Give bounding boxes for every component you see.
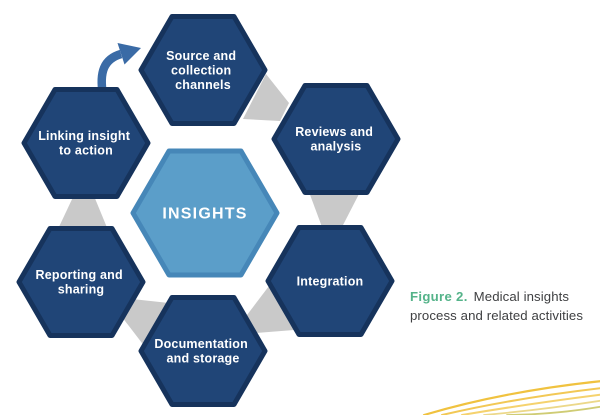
hexagon-shape — [265, 225, 395, 337]
hexagon-insights-center: INSIGHTS — [130, 148, 280, 278]
hexagon-linking-insight-to-action: Linking insight to action — [21, 87, 151, 199]
hexagon-label: Integration — [297, 275, 364, 289]
label-line: sharing — [58, 283, 105, 297]
center-hexagon-shape — [130, 148, 280, 278]
connector-integration-to-documentation — [247, 286, 294, 333]
hexagon-source-and-collection-channels: Source and collection channels — [138, 14, 268, 126]
cycle-arrow-head — [117, 43, 141, 65]
hexagon-reporting-and-sharing: Reporting and sharing — [16, 226, 146, 338]
figure-caption: Figure 2. Medical insights process and re… — [410, 288, 600, 325]
connector-documentation-to-reporting — [122, 299, 169, 347]
label-line: collection — [171, 64, 231, 78]
hexagon-shape — [16, 226, 146, 338]
hexagon-label: Reviews and analysis — [295, 125, 377, 154]
decor-curve — [441, 387, 600, 415]
center-label: INSIGHTS — [162, 206, 247, 223]
label-line: Reviews and — [295, 125, 373, 139]
label-line: Linking insight — [38, 129, 131, 143]
hexagon-shape — [271, 83, 401, 195]
hexagon-label: Documentation and storage — [154, 337, 251, 366]
caption-line2: process and related activities — [410, 307, 584, 323]
decor-curve — [461, 393, 600, 415]
hexagon-shape — [138, 14, 268, 126]
decor-curve — [483, 399, 600, 415]
label-line: INSIGHTS — [162, 206, 247, 223]
caption-line1: Medical insights — [473, 289, 570, 304]
connector-wedges — [58, 74, 359, 347]
label-line: Source and — [166, 49, 236, 63]
label-line: and storage — [166, 352, 239, 366]
figure-label: Figure 2. — [410, 289, 468, 304]
hexagon-shape — [21, 87, 151, 199]
label-line: channels — [175, 78, 231, 92]
hexagon-documentation-and-storage: Documentation and storage — [138, 295, 268, 407]
label-line: to action — [59, 144, 113, 158]
connector-reviews-to-integration — [309, 192, 359, 227]
hexagon-reviews-and-analysis: Reviews and analysis — [271, 83, 401, 195]
hexagon-shape — [138, 295, 268, 407]
hexagon-label: Linking insight to action — [38, 129, 134, 158]
hexagon-label: Reporting and sharing — [35, 268, 126, 297]
hexagon-integration: Integration — [265, 225, 395, 337]
label-line: Reporting and — [35, 268, 122, 282]
decorative-gold-curves — [422, 380, 600, 415]
label-line: Integration — [297, 275, 364, 289]
connector-reporting-to-linking — [58, 195, 108, 230]
label-line: Documentation — [154, 337, 248, 351]
label-line: analysis — [311, 140, 362, 154]
connector-source-to-reviews — [243, 74, 289, 121]
hexagon-label: Source and collection channels — [166, 49, 240, 92]
decor-curve — [422, 380, 600, 415]
